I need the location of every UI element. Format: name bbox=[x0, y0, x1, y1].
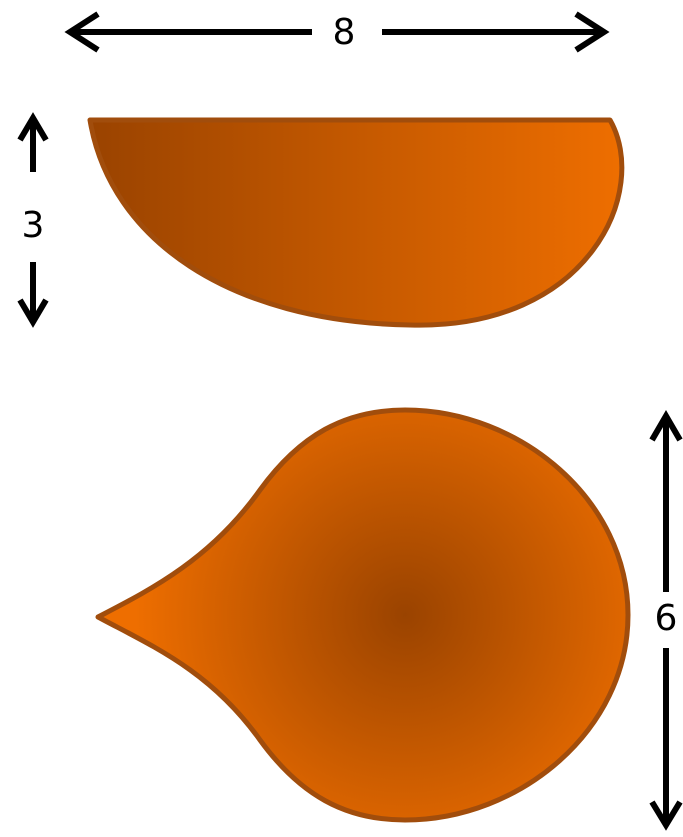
height-label: 3 bbox=[22, 205, 45, 246]
top-view-shape bbox=[95, 407, 631, 823]
width-label: 8 bbox=[333, 12, 356, 53]
depth-arrow-up-head bbox=[649, 410, 683, 442]
height-dimension-arrow: 3 bbox=[17, 112, 49, 328]
width-dimension-arrow: 8 bbox=[64, 11, 610, 53]
side-view-shape bbox=[87, 117, 625, 328]
depth-dimension-arrow: 6 bbox=[649, 410, 683, 831]
width-arrow-left-head bbox=[64, 11, 100, 53]
height-arrow-down-head bbox=[17, 298, 49, 328]
height-arrow-up-head bbox=[17, 112, 49, 142]
depth-arrow-down-head bbox=[649, 800, 683, 831]
depth-label: 6 bbox=[655, 598, 678, 639]
width-arrow-right-head bbox=[574, 11, 610, 53]
